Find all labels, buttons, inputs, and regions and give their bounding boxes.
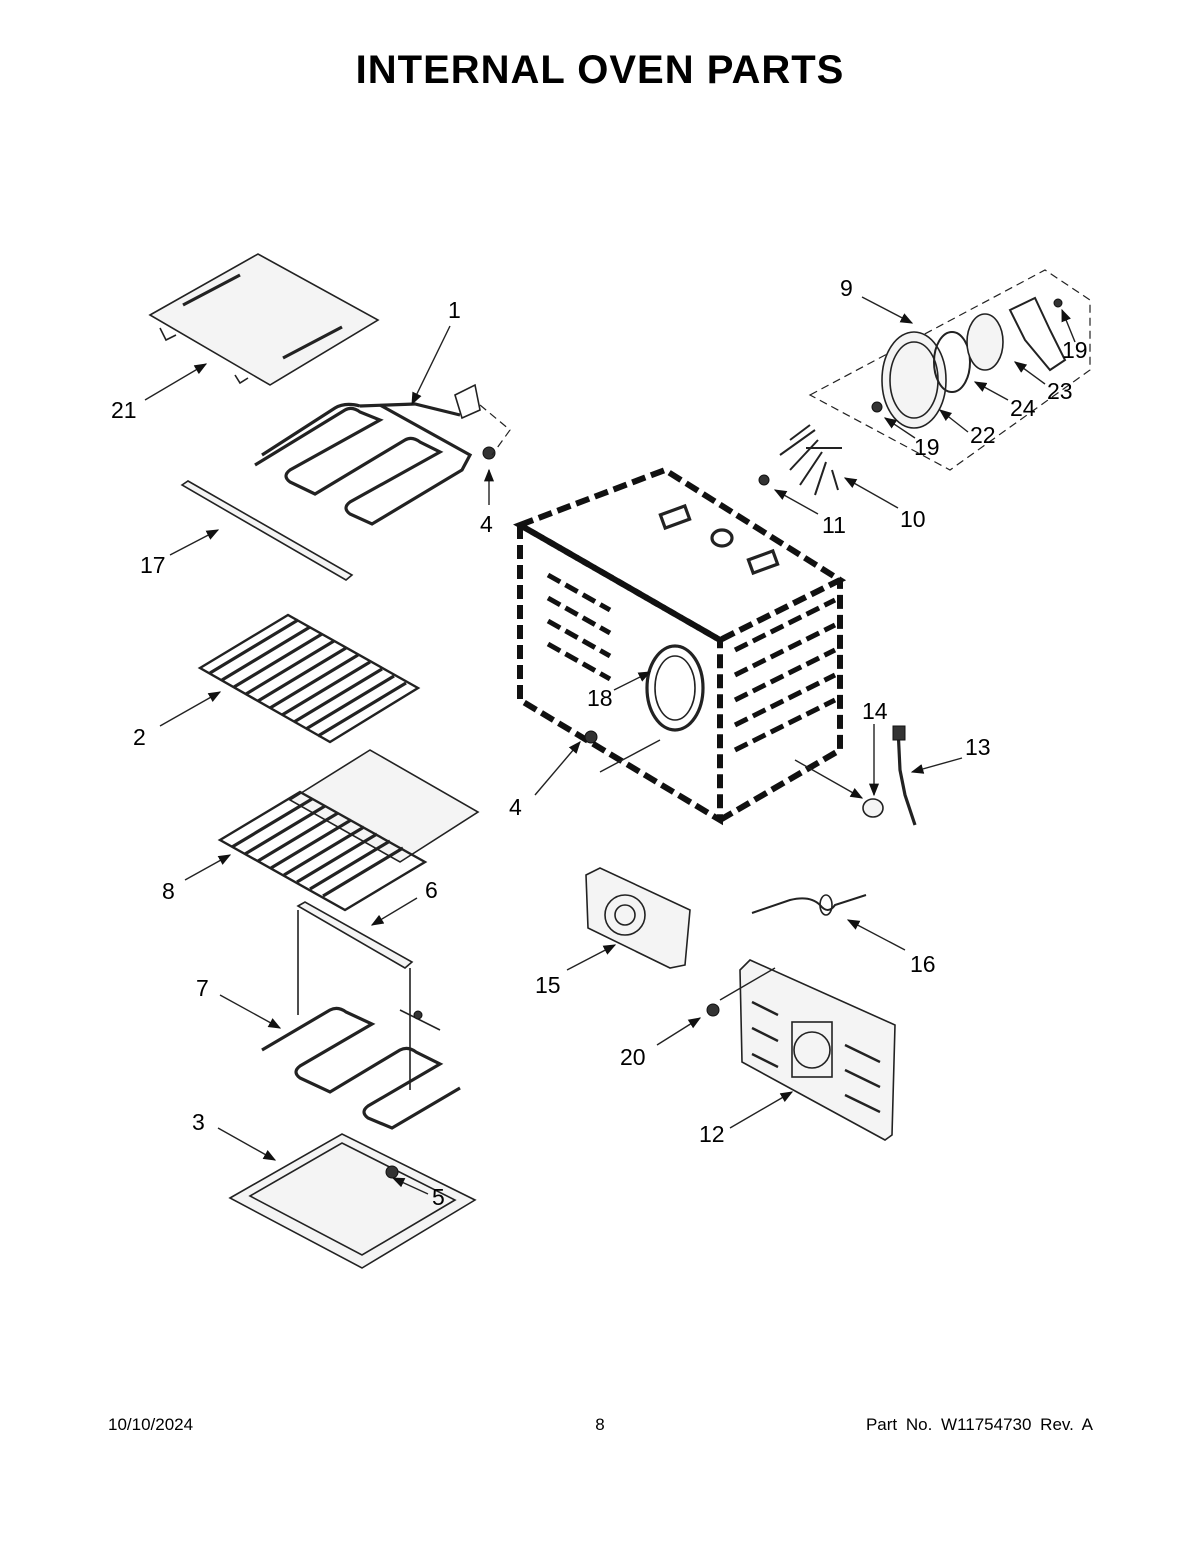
callout-22: 22 [970,422,996,448]
rear-panel-part [739,959,896,1141]
fan-motor-part [1008,296,1067,372]
callout-23: 23 [1047,378,1073,404]
callout-8: 8 [162,878,175,904]
callout-14: 14 [862,698,888,724]
callout-20: 20 [620,1044,646,1070]
oven-rack-part [197,613,421,744]
callout-19-top: 19 [1062,337,1088,363]
callout-13: 13 [965,734,991,760]
callout-9: 9 [840,275,853,301]
gasket-part [933,331,971,393]
cover-plate-part [966,313,1004,371]
oven-cavity-part [513,466,847,826]
callout-4-top: 4 [480,511,493,537]
element-shield-part [296,901,414,1090]
callout-2: 2 [133,724,146,750]
footer-part-number: Part No. W11754730 Rev. A [865,1415,1093,1434]
fan-housing-part [871,331,947,429]
callout-7: 7 [196,975,209,1001]
bake-element-part [261,1006,461,1130]
rollout-rack-part [217,749,480,912]
callout-19-bottom: 19 [914,434,940,460]
page-title: INTERNAL OVEN PARTS [355,48,845,92]
bottom-panel-part [228,1133,477,1269]
callout-1: 1 [448,297,461,323]
fan-cover-part [585,867,691,969]
broil-element-part [254,383,511,526]
sensor-part [862,725,917,826]
callout-17: 17 [140,552,166,578]
callout-6: 6 [425,877,438,903]
temp-probe-part [751,894,867,916]
callout-12: 12 [699,1121,725,1147]
callout-16: 16 [910,951,936,977]
callout-21: 21 [111,397,137,423]
callout-3: 3 [192,1109,205,1135]
callout-10: 10 [900,506,926,532]
fan-blade-part [758,424,842,496]
callout-24: 24 [1010,395,1036,421]
callout-4-bottom: 4 [509,794,522,820]
bracket-part [180,480,354,581]
leader-lines [144,296,1076,1195]
screw-parts [584,730,720,1017]
footer-page-number: 8 [595,1415,605,1434]
callout-15: 15 [535,972,561,998]
callout-5: 5 [432,1184,445,1210]
callout-11: 11 [822,512,846,538]
upper-panel-part [148,253,380,386]
callout-18: 18 [587,685,613,711]
convection-assembly-outline [808,269,1091,471]
footer-date: 10/10/2024 [108,1415,194,1434]
